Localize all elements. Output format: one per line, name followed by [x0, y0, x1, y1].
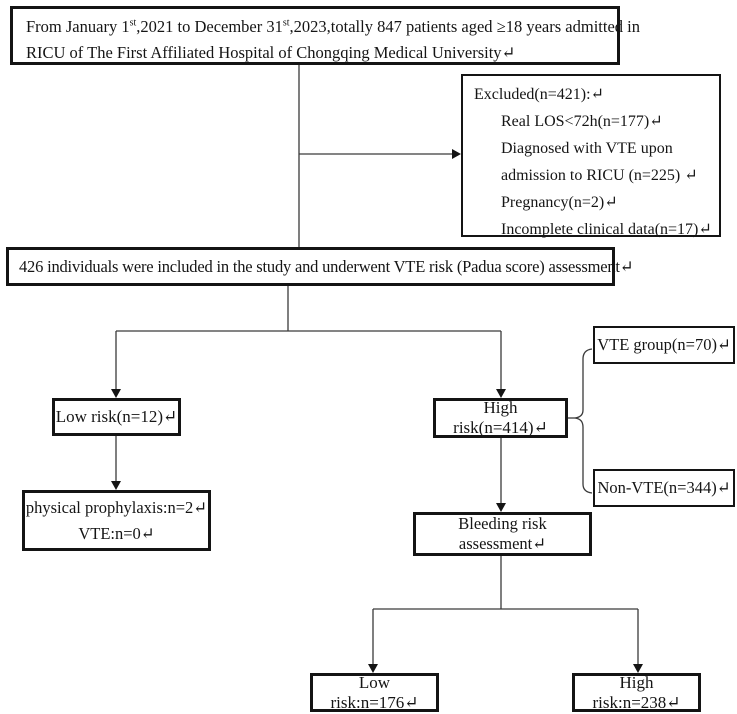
included-box: 426 individuals were included in the stu…	[6, 247, 634, 286]
non-vte-text: Non-VTE(n=344)↵	[597, 478, 731, 497]
excluded-box: Excluded(n=421):↵ Real LOS<72h(n=177)↵ D…	[461, 74, 721, 238]
bleeding-low-risk-text: Low risk:n=176↵	[330, 672, 419, 712]
high-risk-text: High risk(n=414)↵	[453, 398, 548, 437]
high-risk-box: High risk(n=414)↵	[433, 398, 568, 438]
arrowhead-high-risk	[496, 389, 506, 398]
excluded-item: admission to RICU (n=225) ↵	[501, 167, 698, 184]
brace-vte-groups	[574, 348, 593, 494]
low-risk-box: Low risk(n=12)↵	[52, 398, 181, 436]
vte-group-box: VTE group(n=70)↵	[593, 326, 735, 364]
physical-prophylaxis-line1: physical prophylaxis:n=2↵	[25, 497, 208, 517]
vte-group-text: VTE group(n=70)↵	[597, 335, 731, 354]
arrowhead-bleeding	[496, 503, 506, 512]
excluded-title: Excluded(n=421):↵	[474, 86, 604, 103]
excluded-item: Incomplete clinical data(n=17)↵	[501, 221, 712, 238]
excluded-item: Pregnancy(n=2)↵	[501, 194, 618, 211]
bleeding-high-risk-text: High risk:n=238↵	[592, 672, 681, 712]
arrowhead-bleed-high	[633, 664, 643, 673]
bleeding-risk-text: Bleeding risk assessment↵	[458, 514, 547, 553]
bleeding-low-risk-box: Low risk:n=176↵	[310, 673, 439, 712]
included-text: 426 individuals were included in the stu…	[19, 256, 634, 276]
non-vte-box: Non-VTE(n=344)↵	[593, 469, 735, 507]
arrowhead-bleed-low	[368, 664, 378, 673]
bleeding-risk-box: Bleeding risk assessment↵	[413, 512, 592, 556]
arrowhead-excluded	[452, 149, 461, 159]
excluded-item: Diagnosed with VTE upon	[501, 140, 673, 157]
physical-prophylaxis-line2: VTE:n=0↵	[78, 523, 155, 543]
low-risk-text: Low risk(n=12)↵	[55, 407, 178, 426]
enrollment-box: From January 1st,2021 to December 31st,2…	[10, 6, 640, 65]
bleeding-high-risk-box: High risk:n=238↵	[572, 673, 701, 712]
physical-prophylaxis-box: physical prophylaxis:n=2↵ VTE:n=0↵	[22, 490, 211, 551]
arrowhead-physical	[111, 481, 121, 490]
excluded-item: Real LOS<72h(n=177)↵	[501, 113, 663, 130]
enrollment-line2: RICU of The First Affiliated Hospital of…	[26, 43, 516, 62]
enrollment-line1: From January 1st,2021 to December 31st,2…	[26, 17, 640, 36]
arrowhead-low-risk	[111, 389, 121, 398]
